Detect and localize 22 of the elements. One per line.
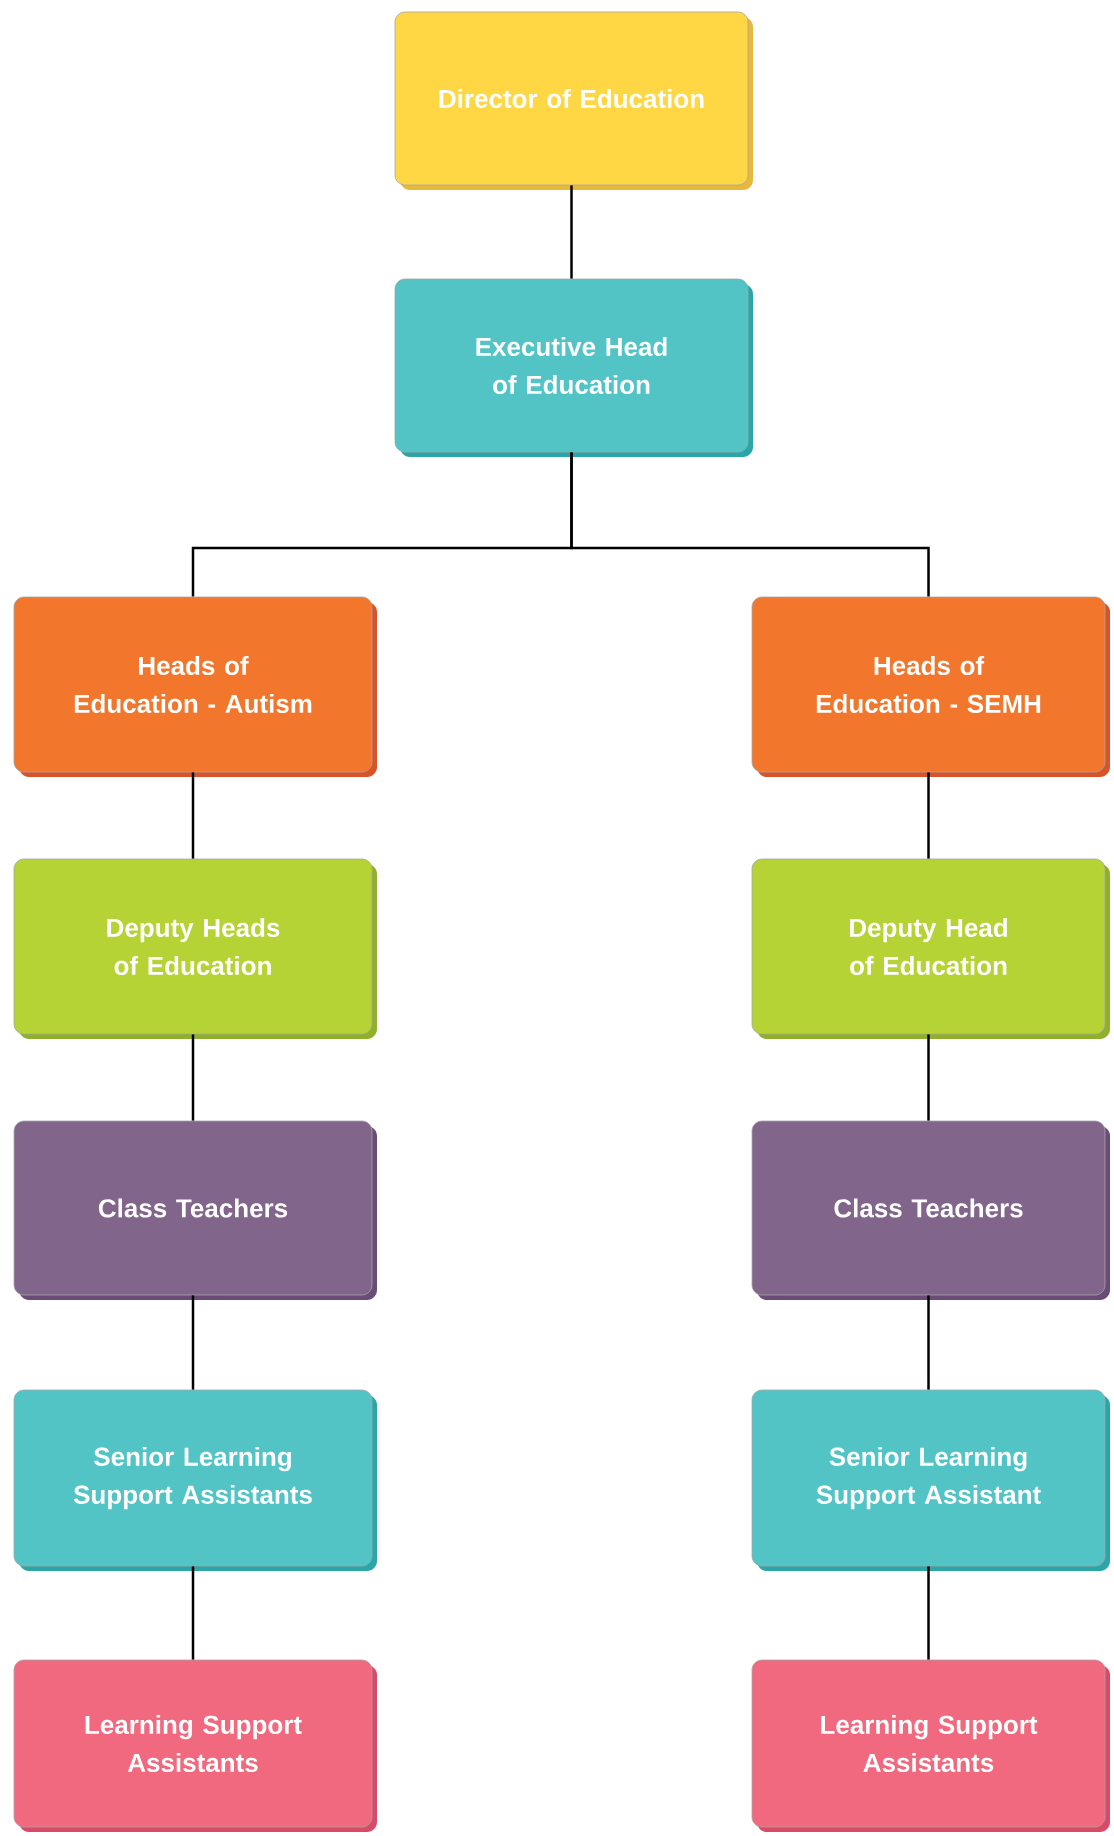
connector-line bbox=[927, 1566, 930, 1660]
connector-line bbox=[927, 1034, 930, 1121]
org-box: Director of Education bbox=[394, 11, 753, 190]
connector-line bbox=[570, 452, 930, 597]
org-box: Senior Learning Support Assistants bbox=[13, 1389, 377, 1571]
org-box: Heads of Education - Autism bbox=[13, 596, 377, 777]
org-box: Class Teachers bbox=[751, 1120, 1110, 1300]
org-box: Senior Learning Support Assistant bbox=[751, 1389, 1110, 1571]
connector-line bbox=[191, 1566, 195, 1660]
connector-line bbox=[191, 1295, 195, 1390]
org-box: Deputy Heads of Education bbox=[13, 858, 377, 1039]
org-box: Executive Head of Education bbox=[394, 278, 753, 457]
org-box: Learning Support Assistants bbox=[751, 1659, 1110, 1832]
org-box: Learning Support Assistants bbox=[13, 1659, 377, 1832]
org-box: Heads of Education - SEMH bbox=[751, 596, 1110, 777]
connector-line bbox=[570, 185, 573, 279]
connector-line bbox=[927, 772, 930, 859]
org-box: Deputy Head of Education bbox=[751, 858, 1110, 1039]
org-box: Class Teachers bbox=[13, 1120, 377, 1300]
connector-line bbox=[191, 1034, 195, 1121]
connector-line bbox=[927, 1295, 930, 1390]
connector-line bbox=[191, 772, 195, 859]
